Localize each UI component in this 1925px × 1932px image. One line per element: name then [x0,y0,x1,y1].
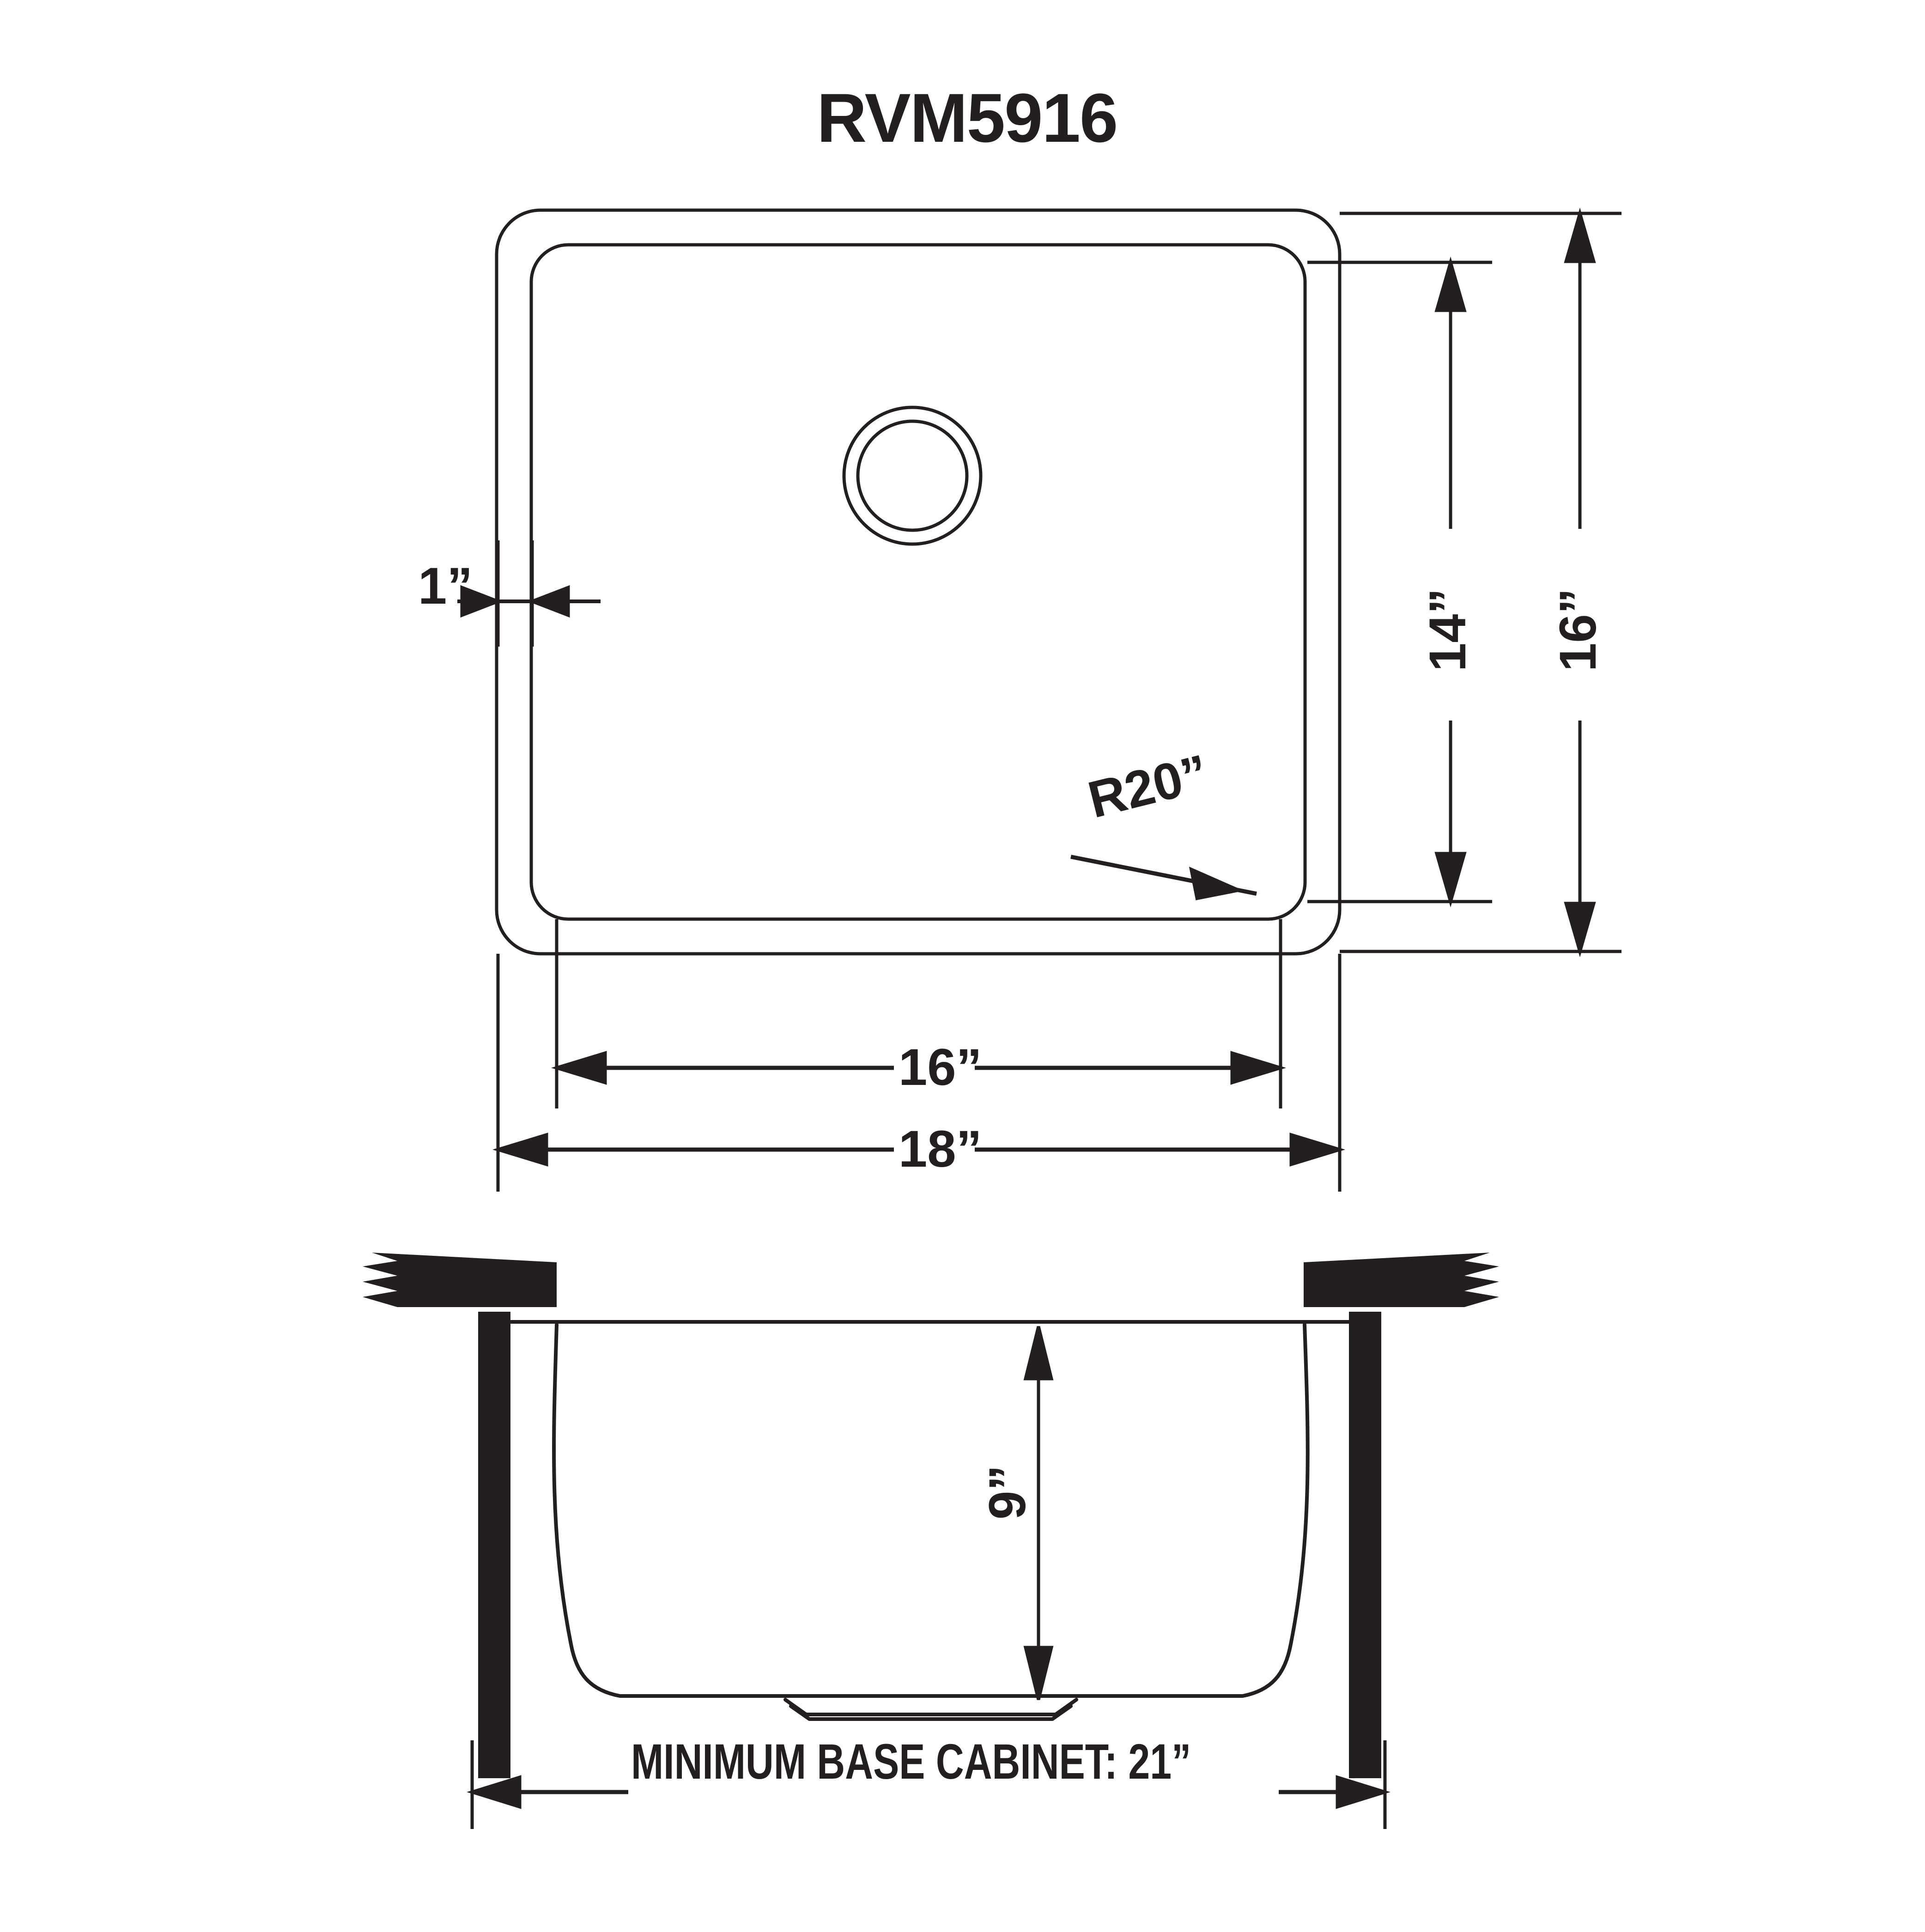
drain-inner-circle [856,419,969,532]
drain-outer-circle [842,406,983,546]
arrow-cab-left [467,1775,522,1809]
countertop-slab-left [363,1253,557,1307]
arrow-16v-down [1564,902,1596,957]
dimension-label-outer-width: 18” [899,1120,982,1178]
cabinet-requirement-note: MINIMUM BASE CABINET: 21” [631,1733,1191,1789]
arrow-16v-up [1564,207,1596,263]
drain-recess [783,1698,1078,1716]
arrow-16h-right [1230,1051,1287,1085]
cabinet-wall-right [1349,1312,1381,1778]
dimension-label-outer-height: 16” [1549,588,1607,672]
cabinet-wall-left [478,1312,510,1778]
arrow-18h-right [1289,1133,1346,1167]
countertop-slab-right [1304,1253,1499,1307]
dimension-label-bowl-depth: 9” [978,1465,1036,1520]
arrow-9-down [1023,1646,1054,1700]
arrow-rim-right [460,585,503,618]
drain-recess-inner [789,1704,1073,1721]
arrow-14-down [1434,852,1467,908]
page-title: RVM5916 [817,79,1118,157]
dimension-label-inner-width: 16” [899,1038,982,1096]
dimension-label-inner-height: 14” [1419,588,1476,672]
arrow-rim-left [528,585,570,618]
arrow-18h-left [492,1133,548,1167]
sink-bowl-outline [552,1323,1310,1698]
arrow-9-up [1023,1326,1054,1381]
leader-arrow-r20 [1189,866,1244,901]
dimension-label-rim-width: 1” [418,557,473,615]
arrow-14-up [1434,256,1467,312]
arrow-cab-right [1336,1775,1391,1809]
arrow-16h-left [551,1051,607,1085]
